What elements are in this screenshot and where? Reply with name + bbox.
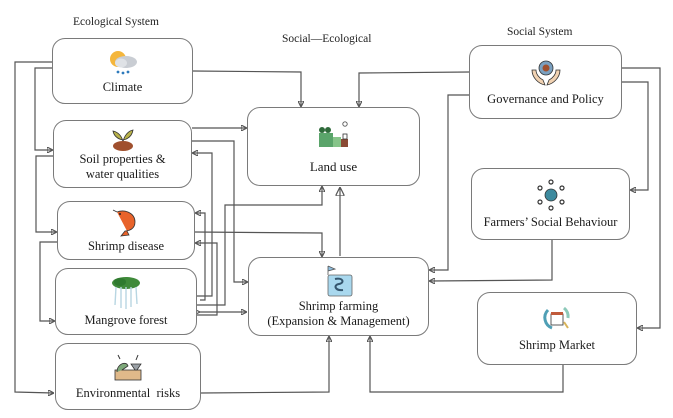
node-shrimp-disease-label: Shrimp disease: [87, 239, 165, 253]
sprout-soil-icon: [111, 129, 133, 151]
hands-gear-icon: [531, 60, 560, 86]
node-land-use-label: Land use: [309, 158, 358, 174]
edge-governance-land-use: [359, 71, 470, 106]
node-climate: Climate: [52, 38, 193, 104]
landscape-icon: [318, 121, 348, 147]
edge-env-risks-shrimp-farming: [200, 337, 329, 394]
node-market-label: Shrimp Market: [518, 338, 596, 352]
node-shrimp-farming: Shrimp farming (Expansion & Management): [248, 257, 429, 336]
node-shrimp-farming-label: Shrimp farming (Expansion & Management): [267, 298, 410, 328]
edge-climate-soil: [34, 67, 52, 150]
edge-shrimp-disease-shrimp-farming: [194, 231, 322, 256]
shrimp-pond-icon: [327, 265, 352, 296]
node-soil-label: Soil properties & water qualities: [79, 152, 166, 181]
weather-sun-cloud-rain-icon: [109, 50, 137, 74]
edge-governance-shrimp-farming: [430, 94, 469, 270]
node-env-risks: Environmental risks: [55, 343, 201, 410]
node-farmers-label: Farmers’ Social Behaviour: [483, 214, 618, 229]
shrimp-icon: [112, 209, 136, 237]
edge-farmers-shrimp-farming: [430, 240, 553, 281]
section-title-ecological: Ecological System: [73, 16, 159, 28]
node-governance: Governance and Policy: [469, 45, 622, 119]
node-env-risks-label: Environmental risks: [75, 386, 181, 400]
edge-climate-env-risks: [14, 61, 53, 393]
edge-climate-land-use: [192, 70, 301, 106]
edge-mangrove-shrimp-disease: [196, 243, 218, 316]
mangrove-tree-icon: [112, 277, 140, 309]
edge-mangrove-shrimp-disease-2: [196, 213, 206, 301]
node-soil: Soil properties & water qualities: [53, 120, 192, 188]
people-network-icon: [536, 178, 565, 211]
node-farmers: Farmers’ Social Behaviour: [471, 168, 630, 240]
node-market: Shrimp Market: [477, 292, 637, 365]
section-title-social-ecological: Social—Ecological: [282, 33, 372, 45]
market-store-icon: [543, 306, 570, 330]
node-mangrove-label: Mangrove forest: [84, 313, 168, 327]
node-mangrove: Mangrove forest: [55, 268, 197, 335]
edge-mangrove-soil: [193, 153, 213, 297]
environmental-hazard-icon: [114, 354, 142, 381]
node-governance-label: Governance and Policy: [487, 91, 604, 106]
node-climate-label: Climate: [102, 79, 143, 94]
node-shrimp-disease: Shrimp disease: [57, 201, 195, 260]
edge-soil-shrimp-farming: [192, 140, 247, 282]
section-title-social: Social System: [507, 26, 573, 38]
node-land-use: Land use: [247, 107, 420, 186]
